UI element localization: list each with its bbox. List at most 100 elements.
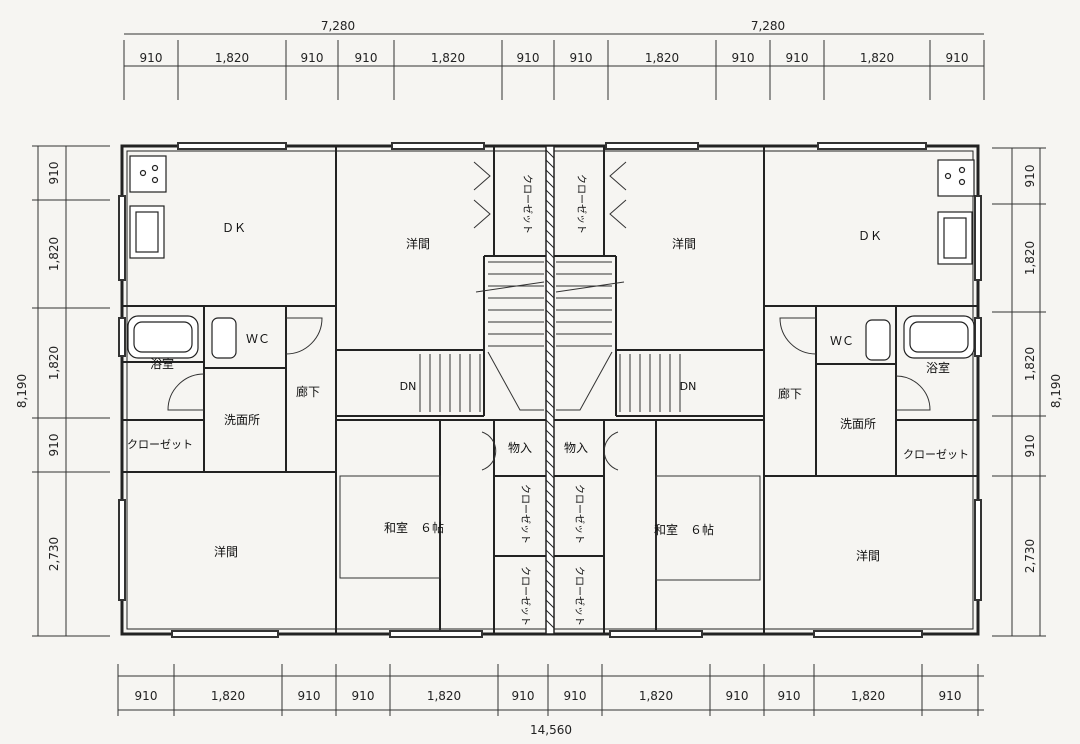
hatch-line (545, 379, 555, 389)
bottom-segment-1: 1,820 (211, 689, 245, 703)
hatch-line (545, 569, 555, 579)
left-total: 8,190 (15, 374, 29, 408)
hatch-line (545, 229, 555, 239)
hatch-line (545, 179, 555, 189)
hatch-line (545, 499, 555, 509)
label-storage-right: 物入 (564, 441, 588, 455)
hatch-line (545, 199, 555, 209)
top-segment-11: 910 (946, 51, 969, 65)
hatch-line (545, 299, 555, 309)
label-dn-left: DN (400, 380, 417, 393)
label-washitsu-left: 和室 ６帖 (384, 520, 444, 535)
right-segment-1: 1,820 (1023, 241, 1037, 275)
hatch-line (545, 529, 555, 539)
hatch-line (545, 559, 555, 569)
label-yoma-left-bottom: 洋間 (214, 544, 238, 559)
bottom-segment-11: 910 (939, 689, 962, 703)
left-segment-0: 910 (47, 162, 61, 185)
doors (167, 161, 931, 471)
bottom-segment-10: 1,820 (851, 689, 885, 703)
label-closet-vertical-3: クローゼット (573, 484, 585, 544)
top-segment-4: 1,820 (431, 51, 465, 65)
top-segment-1: 1,820 (215, 51, 249, 65)
label-washitsu-right: 和室 ６帖 (654, 522, 714, 537)
bottom-segment-8: 910 (726, 689, 749, 703)
hatch-line (545, 239, 555, 249)
hatch-line (545, 269, 555, 279)
right-total: 8,190 (1049, 374, 1063, 408)
hatch-line (545, 369, 555, 379)
fixtures (127, 155, 975, 361)
top-segment-7: 1,820 (645, 51, 679, 65)
left-segment-4: 2,730 (47, 537, 61, 571)
toilet-right (865, 319, 891, 361)
hatch-line (545, 339, 555, 349)
hatch-line (545, 619, 555, 629)
hatch-line (545, 479, 555, 489)
hatch-line (545, 429, 555, 439)
interior-walls (122, 146, 978, 634)
bottom-segment-5: 910 (512, 689, 535, 703)
label-dk-left: ＤＫ (222, 221, 246, 235)
stair-break (475, 281, 545, 293)
hatch-line (545, 439, 555, 449)
top-segment-9: 910 (786, 51, 809, 65)
bottom-segment-9: 910 (778, 689, 801, 703)
bottom-segment-0: 910 (135, 689, 158, 703)
right-segment-4: 2,730 (1023, 539, 1037, 573)
hatch-line (545, 609, 555, 619)
top-segment-10: 1,820 (860, 51, 894, 65)
hatch-line (545, 219, 555, 229)
hatch-line (545, 169, 555, 179)
hatch-line (545, 189, 555, 199)
label-dn-right: DN (680, 380, 697, 393)
hatch-line (545, 389, 555, 399)
windows (118, 142, 982, 638)
top-segment-5: 910 (517, 51, 540, 65)
toilet-left (211, 317, 237, 359)
label-bath-right: 浴室 (926, 360, 950, 375)
label-closet-vertical-1: クローゼット (575, 174, 587, 234)
hatch-line (545, 259, 555, 269)
stairs (419, 261, 681, 412)
left-segment-3: 910 (47, 434, 61, 457)
top-total-left: 7,280 (321, 19, 355, 33)
label-closet-right: クローゼット (903, 448, 969, 461)
hatch-line (545, 459, 555, 469)
label-closet-vertical-2: クローゼット (519, 484, 531, 544)
hatch-line (545, 539, 555, 549)
label-hall-left: 廊下 (296, 384, 320, 399)
bottom-segment-4: 1,820 (427, 689, 461, 703)
right-segment-0: 910 (1023, 165, 1037, 188)
hatch-line (545, 449, 555, 459)
bottom-total: 14,560 (530, 723, 572, 737)
top-segment-8: 910 (732, 51, 755, 65)
stove-right (937, 159, 975, 197)
hatch-line (545, 289, 555, 299)
stair-break (555, 281, 625, 293)
bottom-segment-3: 910 (352, 689, 375, 703)
label-wash-right: 洗面所 (840, 417, 876, 431)
label-yoma-right-bottom: 洋間 (856, 548, 880, 563)
hatch-line (545, 419, 555, 429)
hatch-line (545, 549, 555, 559)
hatch-line (545, 509, 555, 519)
hatch-line (545, 519, 555, 529)
top-segment-3: 910 (355, 51, 378, 65)
stove-left (129, 155, 167, 193)
hatch-line (545, 319, 555, 329)
hatch-line (545, 249, 555, 259)
hatch-line (545, 579, 555, 589)
label-closet-vertical-0: クローゼット (521, 174, 533, 234)
hatch-line (545, 599, 555, 609)
dimension-ticks (32, 40, 1046, 716)
hatch-line (545, 309, 555, 319)
label-yoma-right-top: 洋間 (672, 236, 696, 251)
bottom-segment-6: 910 (564, 689, 587, 703)
label-closet-vertical-4: クローゼット (519, 566, 531, 626)
hatch-line (545, 469, 555, 479)
room-labels: ＤＫ ＤＫ 洋間 洋間 洋間 洋間 ＷＣ ＷＣ 浴室 浴室 洗面所 洗面所 廊下… (127, 174, 969, 626)
hatch-line (545, 279, 555, 289)
